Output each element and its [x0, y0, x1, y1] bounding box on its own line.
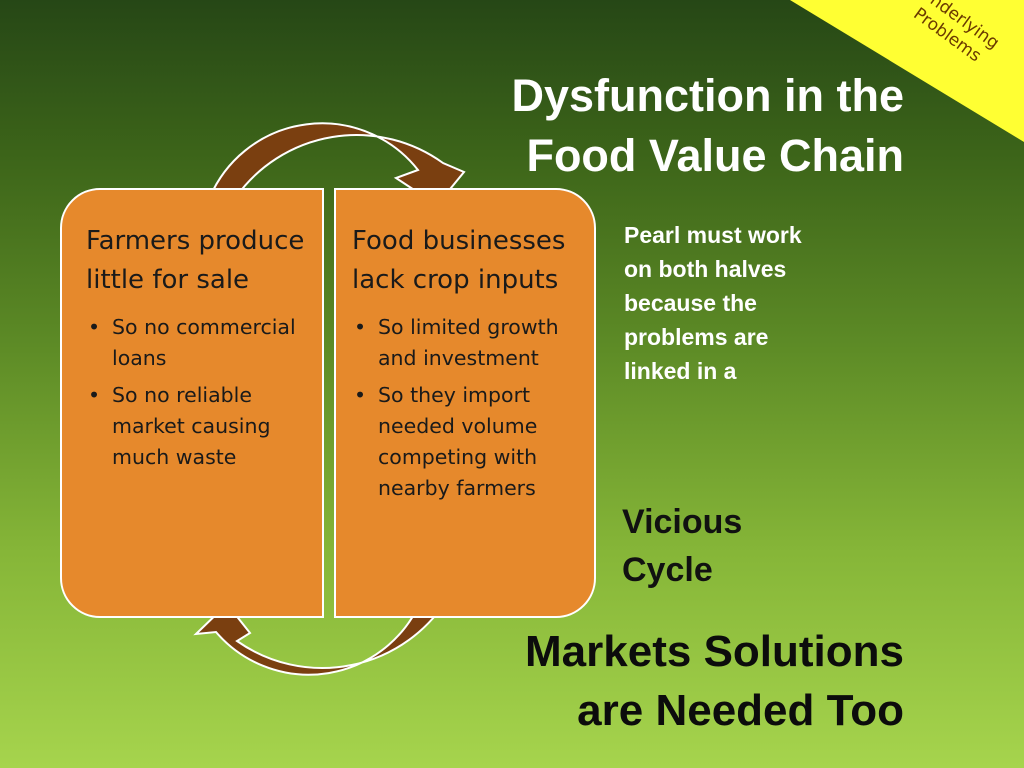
- bullet-icon: •: [354, 383, 367, 407]
- bullet-text: So no commercial loans: [112, 315, 296, 370]
- curved-arrow-left-icon: [193, 597, 450, 676]
- bullet-icon: •: [88, 383, 101, 407]
- curved-arrow-right-icon: [208, 122, 466, 207]
- bullet-text: So no reliable market causing much waste: [112, 383, 271, 469]
- list-item: • So they import needed volume competing …: [352, 380, 580, 504]
- farmers-box: Farmers produce little for sale • So no c…: [60, 188, 324, 618]
- farmers-bullets: • So no commercial loans • So no reliable …: [86, 312, 308, 473]
- list-item: • So limited growth and investment: [352, 312, 580, 374]
- slide-title-line2: Food Value Chain: [526, 130, 904, 181]
- bottom-title: Markets Solutions are Needed Too: [404, 622, 904, 740]
- bullet-icon: •: [354, 315, 367, 339]
- food-businesses-box: Food businesses lack crop inputs • So lim…: [334, 188, 596, 618]
- bottom-title-line1: Markets Solutions: [525, 627, 904, 676]
- vicious-cycle-label: Vicious Cycle: [622, 503, 743, 589]
- list-item: • So no commercial loans: [86, 312, 308, 374]
- bullet-icon: •: [88, 315, 101, 339]
- food-businesses-heading: Food businesses lack crop inputs: [352, 226, 566, 295]
- bullet-text: So they import needed volume competing w…: [378, 383, 538, 500]
- slide-title-line1: Dysfunction in the: [511, 70, 905, 121]
- slide-title: Dysfunction in the Food Value Chain: [404, 66, 905, 186]
- bullet-text: So limited growth and investment: [378, 315, 559, 370]
- list-item: • So no reliable market causing much wast…: [86, 380, 308, 473]
- farmers-heading: Farmers produce little for sale: [86, 226, 305, 295]
- side-note: Pearl must work on both halves because t…: [624, 222, 802, 384]
- food-businesses-bullets: • So limited growth and investment • So th…: [352, 312, 580, 504]
- bottom-title-line2: are Needed Too: [577, 686, 904, 735]
